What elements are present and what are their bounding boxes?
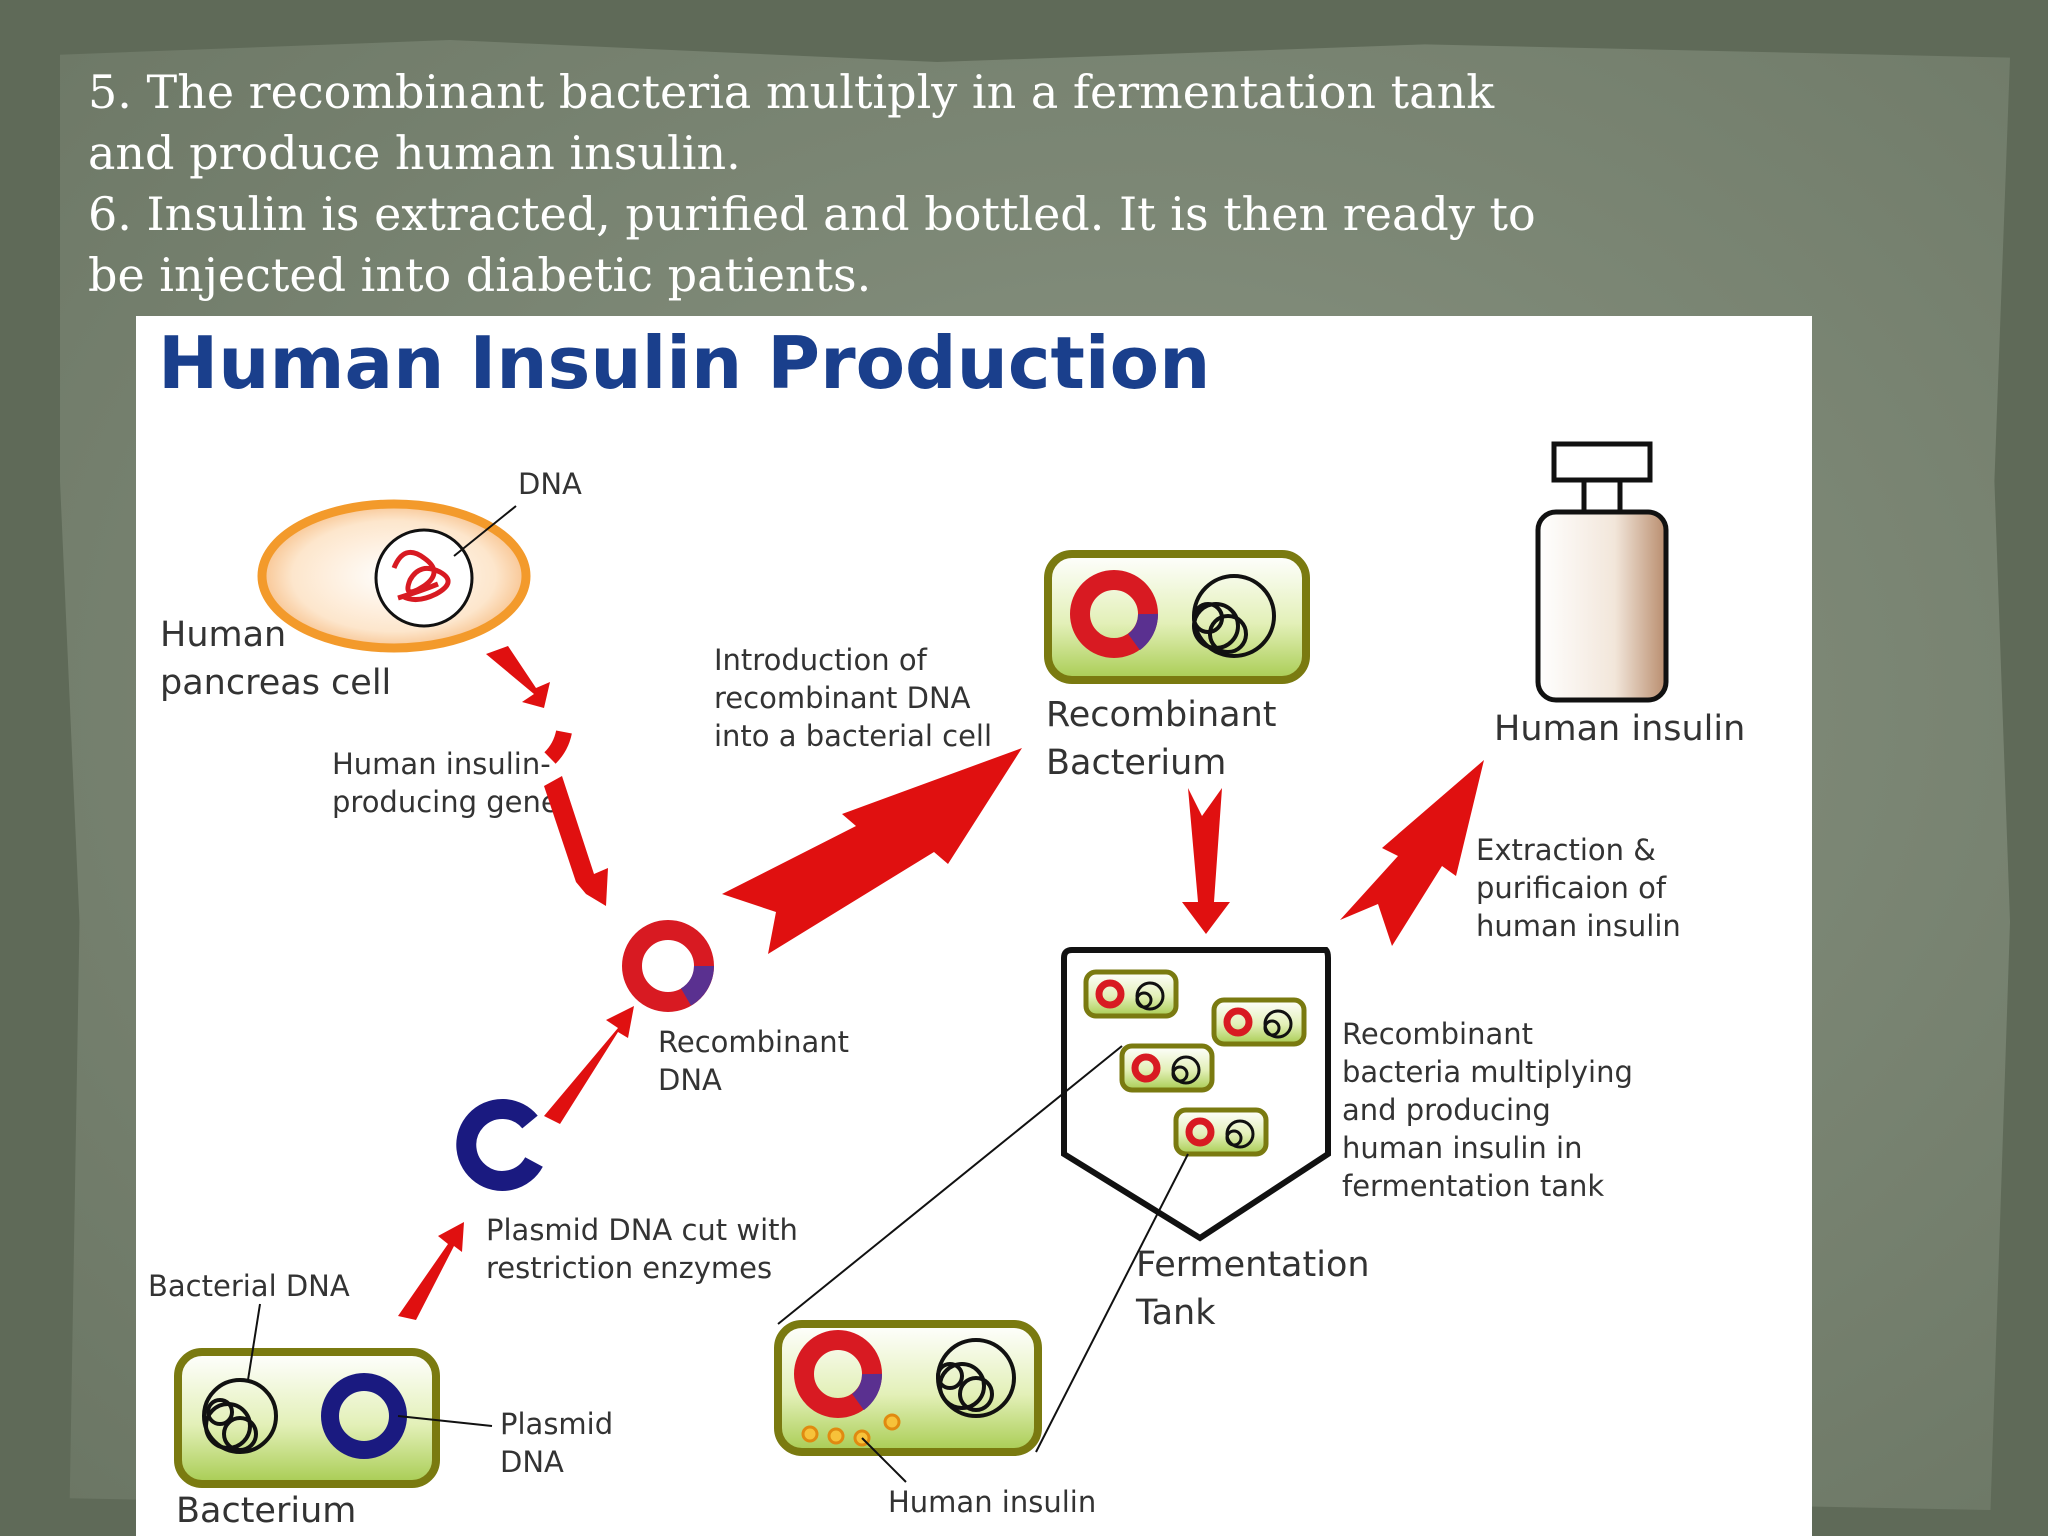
label-plasmid-2: DNA	[500, 1445, 564, 1479]
label-gene-1: Human insulin-	[332, 747, 551, 781]
label-plasmid-cut-1: Plasmid DNA cut with	[486, 1213, 798, 1247]
arrow-cell-to-gene	[486, 646, 550, 708]
label-recombinant-bacterium-2: Bacterium	[1046, 743, 1226, 783]
label-fermentation-tank-1: Fermentation	[1136, 1245, 1370, 1285]
label-human: Human	[160, 615, 286, 655]
tank-bacterium	[1173, 1107, 1269, 1157]
label-extraction-3: human insulin	[1476, 909, 1681, 943]
insulin-gene-fragment	[544, 730, 572, 764]
label-gene-2: producing gene	[332, 785, 559, 819]
bacterial-dna-pointer	[247, 1303, 261, 1381]
label-dna: DNA	[518, 467, 582, 501]
zoom-line	[777, 1045, 1123, 1325]
recombinant-bacterium	[1044, 550, 1310, 684]
label-fermentation-tank-2: Tank	[1135, 1293, 1216, 1333]
label-pancreas-cell: pancreas cell	[160, 663, 391, 703]
pancreas-cell	[257, 499, 531, 653]
insulin-pointer	[861, 1437, 907, 1483]
label-multiplying-3: and producing	[1342, 1093, 1551, 1127]
diagram-panel: Human Insulin Production DNA Human pancr…	[136, 316, 1812, 1536]
fermentation-tank	[1061, 947, 1331, 1242]
label-bacterium: Bacterium	[176, 1491, 356, 1531]
dna-pointer	[453, 505, 517, 557]
label-intro-2: recombinant DNA	[714, 681, 971, 715]
arrow-to-fermentation	[1182, 788, 1230, 934]
diagram-title: Human Insulin Production	[158, 321, 1210, 405]
tank-bacterium	[1119, 1043, 1215, 1093]
label-extraction-1: Extraction &	[1476, 833, 1656, 867]
insulin-bottle-icon	[1535, 441, 1669, 703]
label-insulin-small: Human insulin	[888, 1485, 1096, 1519]
slide-caption: 5. The recombinant bacteria multiply in …	[88, 62, 1588, 306]
bacterium	[174, 1348, 440, 1488]
enlarged-bacterium	[774, 1320, 1042, 1456]
caption-step-6: 6. Insulin is extracted, purified and bo…	[88, 187, 1536, 302]
insulin-diagram: Human Insulin Production DNA Human pancr…	[148, 321, 1745, 1531]
tank-bacterium	[1211, 997, 1307, 1047]
plasmid-pointer	[397, 1415, 493, 1427]
label-multiplying-5: fermentation tank	[1342, 1169, 1604, 1203]
label-multiplying-1: Recombinant	[1342, 1017, 1533, 1051]
label-multiplying-4: human insulin in	[1342, 1131, 1582, 1165]
label-plasmid-cut-2: restriction enzymes	[486, 1251, 772, 1285]
label-plasmid-1: Plasmid	[500, 1407, 613, 1441]
label-bottle-human-insulin: Human insulin	[1494, 709, 1745, 749]
arrow-bacterium-to-cut	[398, 1222, 464, 1320]
recombinant-dna-ring	[622, 920, 714, 1012]
label-recombinant-dna-2: DNA	[658, 1063, 722, 1097]
zoom-line	[1035, 1153, 1189, 1453]
arrow-introduction	[722, 748, 1022, 954]
arrow-gene-to-recombinant	[544, 776, 608, 906]
caption-step-5: 5. The recombinant bacteria multiply in …	[88, 65, 1495, 180]
label-recombinant-bacterium-1: Recombinant	[1046, 695, 1277, 735]
label-extraction-2: purificaion of	[1476, 871, 1667, 905]
arrow-extraction	[1340, 760, 1484, 946]
label-multiplying-2: bacteria multiplying	[1342, 1055, 1633, 1089]
cut-plasmid	[456, 1099, 543, 1191]
label-intro-3: into a bacterial cell	[714, 719, 992, 753]
arrow-plasmid-to-recombinant	[544, 1006, 634, 1124]
label-intro-1: Introduction of	[714, 643, 928, 677]
label-recombinant-dna-1: Recombinant	[658, 1025, 849, 1059]
label-bacterial-dna: Bacterial DNA	[148, 1269, 350, 1303]
tank-bacterium	[1083, 969, 1179, 1019]
